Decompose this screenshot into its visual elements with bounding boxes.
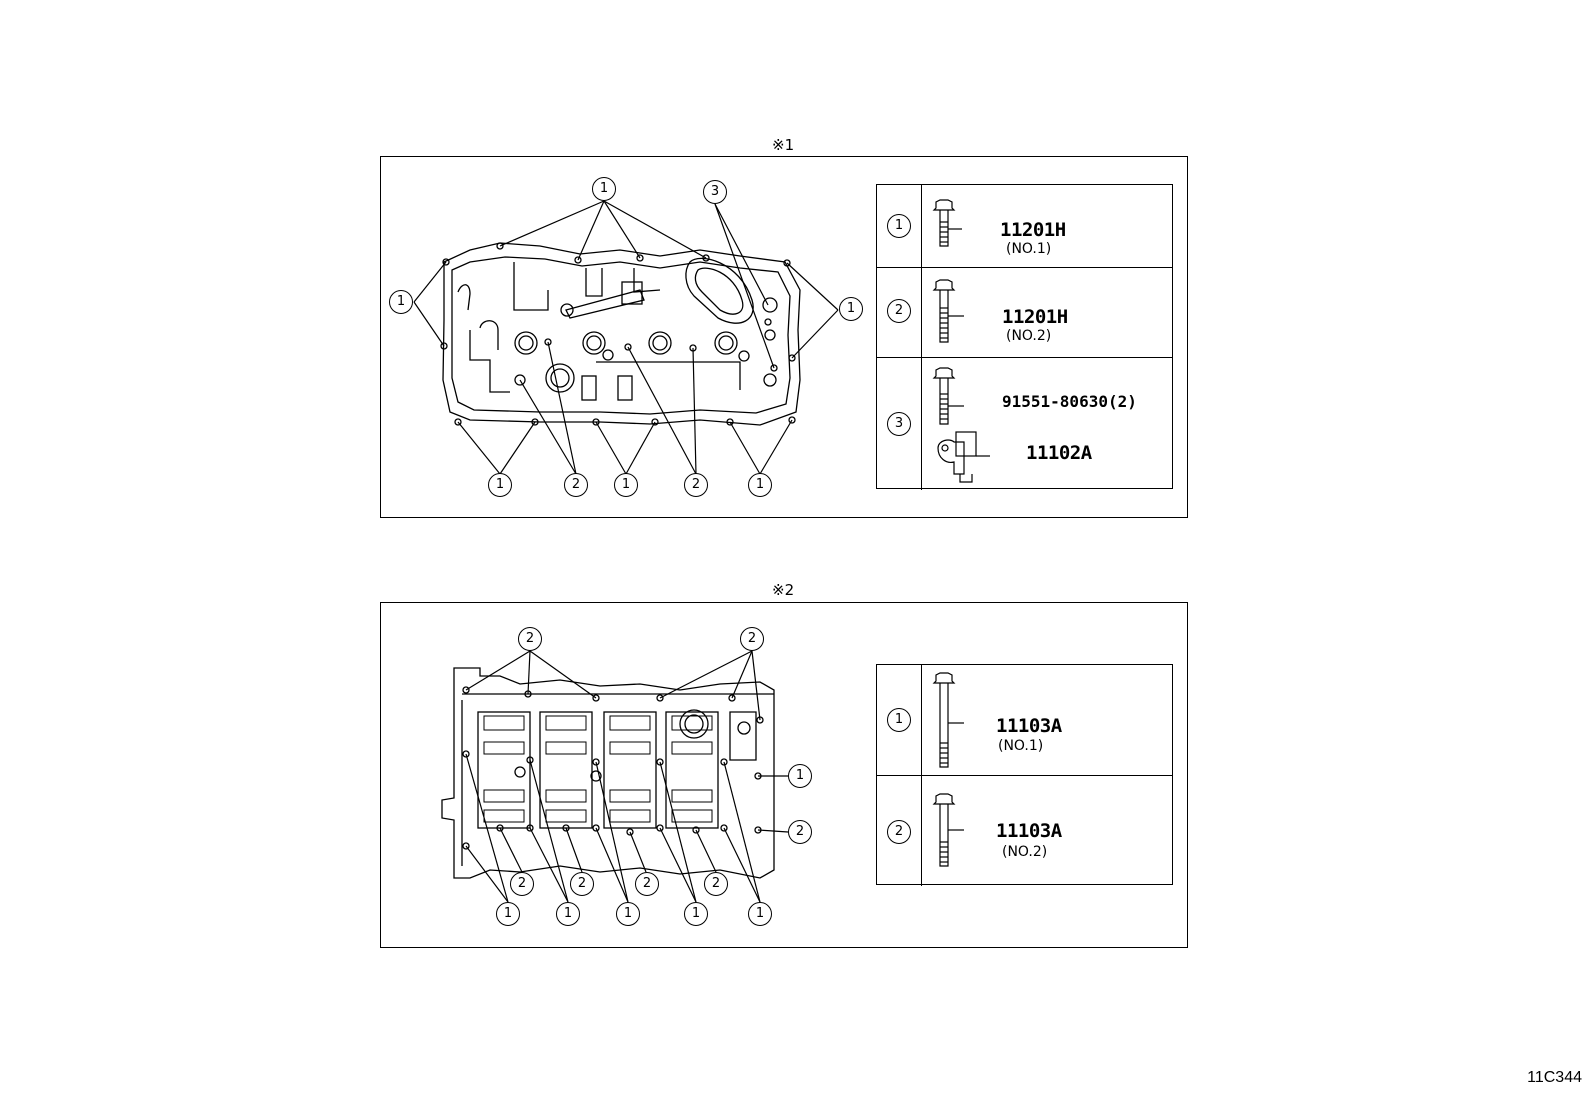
callout-2: 2 (564, 473, 588, 497)
callout-2: 2 (570, 872, 594, 896)
callout-2: 2 (704, 872, 728, 896)
legend-row-2: 2 11201H (NO.2) (877, 267, 1172, 357)
callout-1: 1 (748, 473, 772, 497)
part-qualifier: (NO.1) (1006, 241, 1052, 257)
callout-1: 1 (389, 290, 413, 314)
callout-2: 2 (684, 473, 708, 497)
legend-number: 2 (887, 820, 911, 844)
callout-2: 2 (635, 872, 659, 896)
callout-1: 1 (556, 902, 580, 926)
callout-1: 1 (684, 902, 708, 926)
legend-number-cell: 1 (877, 665, 922, 775)
section-1-legend-table: 1 11201H (NO.1) 2 (876, 184, 1173, 490)
callout-1: 1 (614, 473, 638, 497)
legend-row-3: 3 91551-80630(2) 11102A (877, 357, 1172, 490)
bolt-extra-long-icon (932, 672, 964, 768)
part-number-sensor: 11102A (1026, 442, 1092, 464)
legend-row-1: 1 11201H (NO.1) (877, 185, 1172, 267)
part-number: 11103A (996, 820, 1062, 842)
legend-row-2: 2 11103A (NO.2) (877, 775, 1172, 886)
cylinder-head-drawing (441, 667, 775, 879)
callout-1: 1 (592, 177, 616, 201)
part-qualifier: (NO.2) (1002, 844, 1048, 860)
callout-1: 1 (839, 297, 863, 321)
bolt-and-sensor-icon (932, 367, 990, 483)
legend-number-cell: 2 (877, 776, 922, 886)
legend-part-cell: 11201H (NO.2) (922, 268, 1172, 357)
callout-1: 1 (488, 473, 512, 497)
callout-2: 2 (510, 872, 534, 896)
callout-2: 2 (788, 820, 812, 844)
part-number: 11201H (1000, 219, 1066, 241)
section-1-leader-lines (413, 200, 839, 475)
legend-number-cell: 3 (877, 358, 922, 490)
legend-part-cell: 11201H (NO.1) (922, 185, 1172, 267)
legend-part-cell: 91551-80630(2) 11102A (922, 358, 1172, 490)
part-qualifier: (NO.1) (998, 738, 1044, 754)
legend-part-cell: 11103A (NO.2) (922, 776, 1172, 886)
part-number: 11103A (996, 715, 1062, 737)
callout-2: 2 (740, 627, 764, 651)
callout-1: 1 (616, 902, 640, 926)
bolt-short-icon (932, 199, 962, 247)
part-number: 11201H (1002, 306, 1068, 328)
legend-number: 1 (887, 214, 911, 238)
part-number: 91551-80630(2) (1002, 392, 1137, 411)
callout-1: 1 (788, 764, 812, 788)
legend-row-1: 1 11103A (NO.1) (877, 665, 1172, 775)
callout-3: 3 (703, 180, 727, 204)
legend-number: 3 (887, 412, 911, 436)
legend-part-cell: 11103A (NO.1) (922, 665, 1172, 775)
callout-1: 1 (496, 902, 520, 926)
legend-number: 1 (887, 708, 911, 732)
callout-2: 2 (518, 627, 542, 651)
section-2-label: ※2 (772, 581, 795, 599)
legend-number-cell: 1 (877, 185, 922, 267)
section-1-label: ※1 (772, 136, 795, 154)
bolt-long-icon (932, 279, 964, 343)
callout-1: 1 (748, 902, 772, 926)
legend-number-cell: 2 (877, 268, 922, 357)
bolt-medium-icon (932, 793, 964, 867)
figure-id: 11C344 (1527, 1069, 1582, 1086)
section-2-leader-lines (465, 650, 789, 903)
legend-number: 2 (887, 299, 911, 323)
section-2-legend-table: 1 11103A (NO.1) 2 (876, 664, 1173, 886)
part-qualifier: (NO.2) (1006, 328, 1052, 344)
cam-cover-drawing (440, 242, 801, 426)
